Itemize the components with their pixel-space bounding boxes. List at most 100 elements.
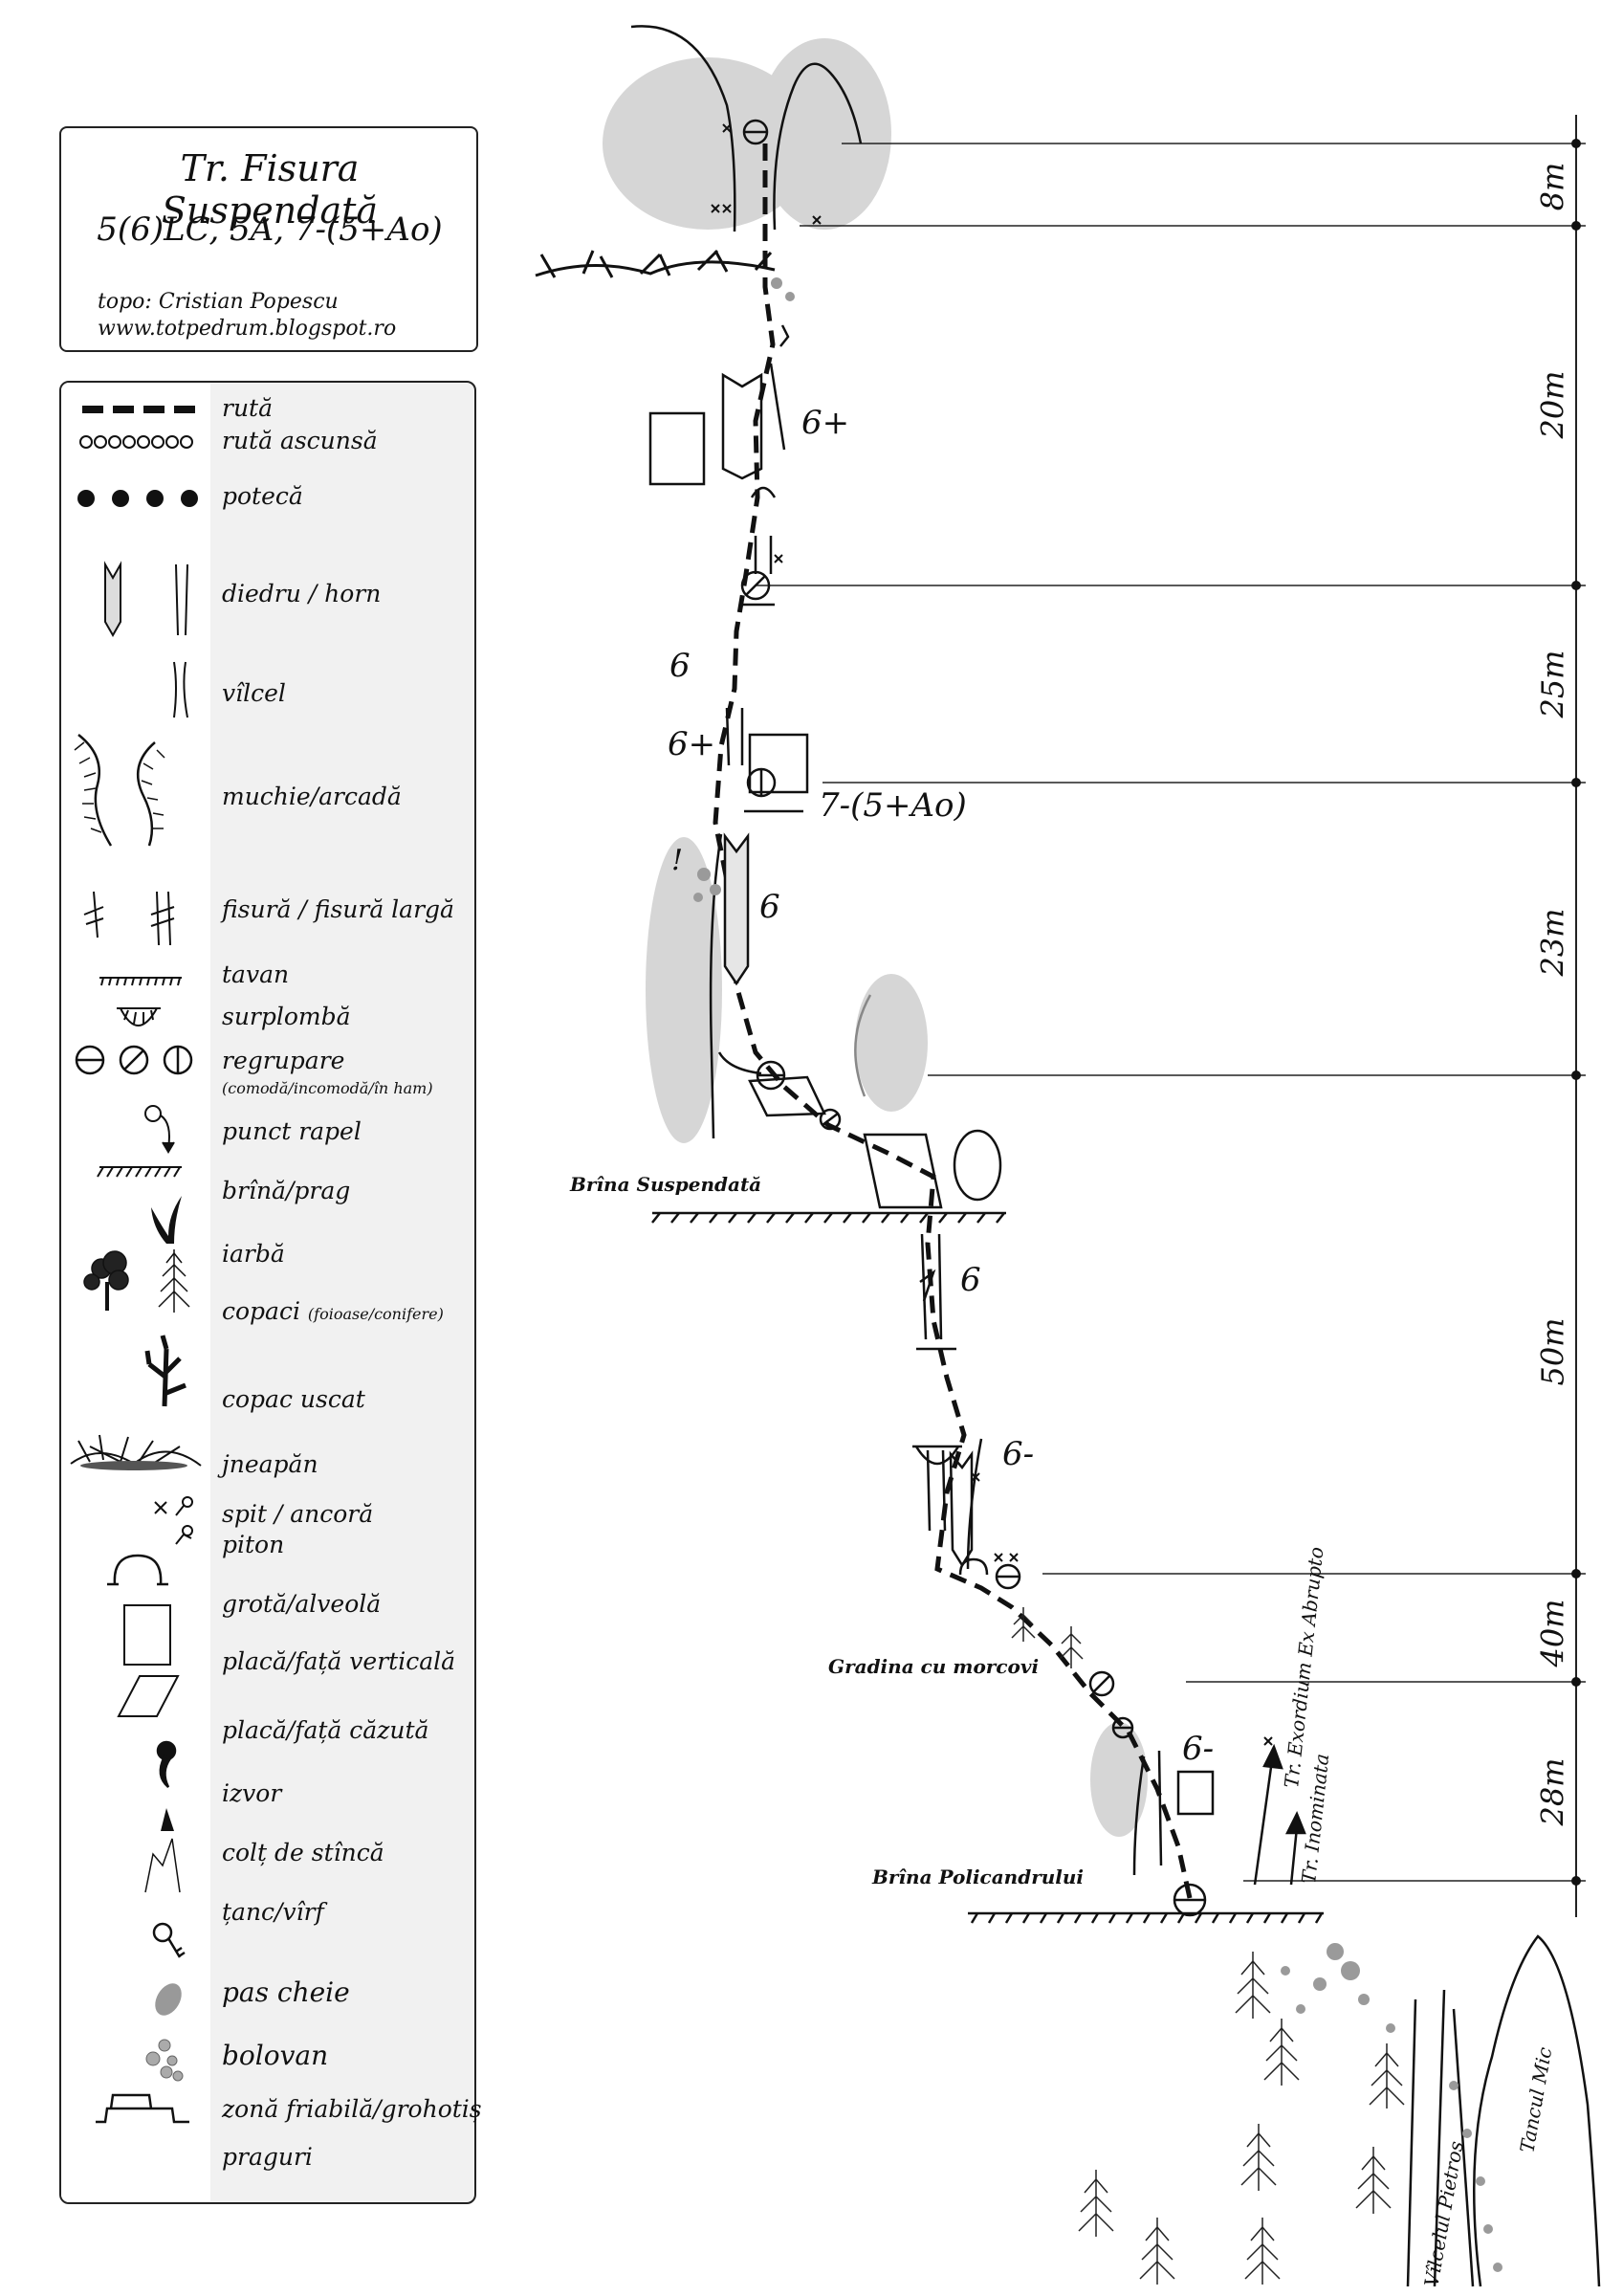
- legend-label-edge: muchie/arcadă: [222, 783, 402, 810]
- vertical-slab-lower: [1176, 1770, 1215, 1816]
- scree-icon: [145, 2039, 184, 2082]
- spring-icon: [156, 1740, 177, 1788]
- dihedral-upper: [721, 372, 763, 480]
- crack-icon: [83, 891, 175, 946]
- dwarf-pine-icon: [70, 1434, 202, 1470]
- bolt-anchor-icon: [154, 1496, 193, 1516]
- open-circles-line-icon: [79, 435, 193, 449]
- legend-label-slab: placă/față căzută: [222, 1716, 429, 1744]
- bolts: [711, 123, 1273, 1746]
- pinnacle-icon: [144, 1838, 181, 1893]
- pitch-length-2: 20m: [1534, 370, 1571, 439]
- scree-dots: [693, 277, 1502, 2272]
- route-grade: 5(6)LC, 5A, 7-(5+Ao): [97, 210, 443, 249]
- piton-icon: [175, 1525, 193, 1545]
- legend-note-belay: (comodă/incomodă/în ham): [222, 1079, 433, 1097]
- legend-label-belay: regrupare: [222, 1047, 345, 1074]
- overhang-icon: [117, 1007, 161, 1027]
- pitch-grade-2: 6: [669, 647, 691, 685]
- legend-label-overhang: surplombă: [222, 1003, 351, 1030]
- legend-label-bolt: spit / ancoră: [222, 1500, 374, 1528]
- conifer-trees: [1011, 1607, 1405, 2285]
- pitch-length-5: 50m: [1534, 1317, 1571, 1386]
- pitch-length-7: 28m: [1534, 1757, 1571, 1826]
- slab-ledge: [863, 1133, 943, 1209]
- dots-line-icon: [77, 490, 198, 507]
- summit-pinnacle-right: [773, 62, 863, 231]
- boulder-ledge: [953, 1129, 1002, 1202]
- belay-pitch1: [740, 570, 771, 601]
- ledge-policandrului: [968, 1743, 1324, 1924]
- slab-pitch3: [748, 1075, 826, 1117]
- lower-terrain: [1406, 1934, 1601, 2287]
- steps-icon: [96, 2093, 189, 2124]
- legend-label-vertical-slab: placă/față verticală: [222, 1647, 456, 1675]
- legend-label-dihedral: diedru / horn: [222, 580, 382, 607]
- pitch-scale: [756, 115, 1586, 1917]
- route-title-box: Tr. Fisura Suspendată 5(6)LC, 5A, 7-(5+A…: [59, 126, 478, 352]
- dead-tree-icon: [144, 1335, 186, 1407]
- legend-label-trees: copaci (foioase/conifere): [222, 1297, 444, 1325]
- legend-label-rappel: punct rapel: [222, 1117, 362, 1145]
- boulder-icon: [155, 1983, 182, 2016]
- cave-icon: [107, 1554, 168, 1586]
- dihedral-chimney-icon: [104, 561, 188, 638]
- ledge-label-policandrului: Brîna Policandrului: [872, 1866, 1085, 1888]
- legend-label-hidden-route: rută ascunsă: [222, 427, 378, 454]
- legend-label-grass: iarbă: [222, 1240, 285, 1268]
- pinnacle-tancul-mic: [1473, 1934, 1601, 2287]
- pitch-length-1: 8m: [1534, 162, 1571, 211]
- roof-icon: [99, 977, 182, 986]
- website-url: www.totpedrum.blogspot.ro: [98, 317, 397, 341]
- legend-label-dwarf-pine: jneapăn: [222, 1450, 318, 1478]
- vertical-slab-mid: [748, 733, 809, 794]
- route-title: Tr. Fisura Suspendată: [161, 147, 379, 232]
- credit-block: topo: Cristian Popescu www.totpedrum.blo…: [98, 289, 396, 342]
- legend-label-steps: praguri: [222, 2143, 313, 2171]
- legend-label-spring: izvor: [222, 1779, 282, 1807]
- pitch-grade-1: 6+: [801, 404, 850, 442]
- legend-note-trees: (foioase/conifere): [307, 1305, 444, 1323]
- dwarf-pine-band: [535, 249, 776, 278]
- warning-mark: !: [671, 844, 684, 877]
- pitch-length-4: 23m: [1534, 908, 1571, 977]
- upper-features: [648, 324, 872, 1139]
- legend-label-scree: zonă friabilă/grohotiș: [222, 2095, 482, 2123]
- pitch-grade-4: 7-(5+Ao): [819, 786, 967, 825]
- middle-features: [912, 1233, 1215, 1917]
- ledge-suspendata: [651, 1129, 1006, 1224]
- belay-pitch6: [1088, 1670, 1115, 1697]
- key-icon: [152, 1922, 186, 1958]
- route-arrow-inominata: [1289, 1826, 1299, 1886]
- slab-icon: [117, 1675, 180, 1717]
- dihedral-lower: [949, 1450, 974, 1568]
- gully-right-wall: [1433, 1989, 1446, 2287]
- grass-icon: [151, 1196, 182, 1244]
- route-line: [713, 144, 1193, 1899]
- edge-arch-icon: [74, 734, 165, 847]
- legend-symbol-column: [61, 383, 210, 2202]
- pitch-length-3: 25m: [1534, 650, 1571, 718]
- legend-label-gully: vîlcel: [222, 679, 286, 707]
- topo-author: topo: Cristian Popescu: [98, 290, 339, 314]
- legend-label-roof: tavan: [222, 960, 290, 988]
- pitch-grade-7: 6-: [1002, 1435, 1035, 1473]
- gully-icon: [173, 661, 188, 718]
- pitch-grade-6: 6: [960, 1261, 981, 1299]
- vertical-slab-icon: [123, 1604, 171, 1666]
- ledge-label-suspendata: Brîna Suspendată: [570, 1173, 762, 1196]
- gully-left-wall: [1406, 1998, 1417, 2287]
- ledge-icon: [97, 1166, 182, 1178]
- pitch-grade-3: 6+: [668, 725, 716, 763]
- cave-lower: [958, 1557, 989, 1576]
- legend-label-cave: grotă/alveolă: [222, 1590, 382, 1618]
- legend-label-ledge: brînă/prag: [222, 1177, 351, 1204]
- trees-icon: [83, 1249, 190, 1313]
- vertical-slab-upper: [648, 411, 706, 486]
- rappel-icon: [144, 1105, 175, 1154]
- legend-label-rock-spike: colț de stîncă: [222, 1839, 384, 1866]
- legend: [59, 381, 476, 2204]
- legend-label-key-step: pas cheie: [222, 1976, 350, 2008]
- legend-label-piton: piton: [222, 1531, 285, 1558]
